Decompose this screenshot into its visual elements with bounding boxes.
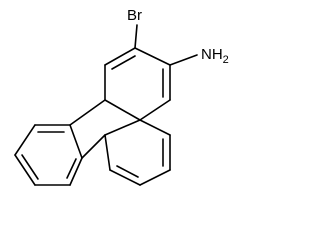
naphthalene-upper-ring xyxy=(104,47,171,121)
naphthalene-lower-ring xyxy=(104,119,171,186)
bromine-label: Br xyxy=(127,7,142,24)
five-membered-ring xyxy=(69,99,106,159)
amine-main-label: NH xyxy=(201,46,223,63)
amine-label: NH2 xyxy=(201,46,229,66)
amine-subscript-label: 2 xyxy=(223,54,229,66)
amine-bond xyxy=(169,54,198,66)
chemical-structure: Br NH2 xyxy=(14,7,229,186)
left-benzene-ring xyxy=(14,124,83,186)
bromine-bond xyxy=(134,24,138,49)
